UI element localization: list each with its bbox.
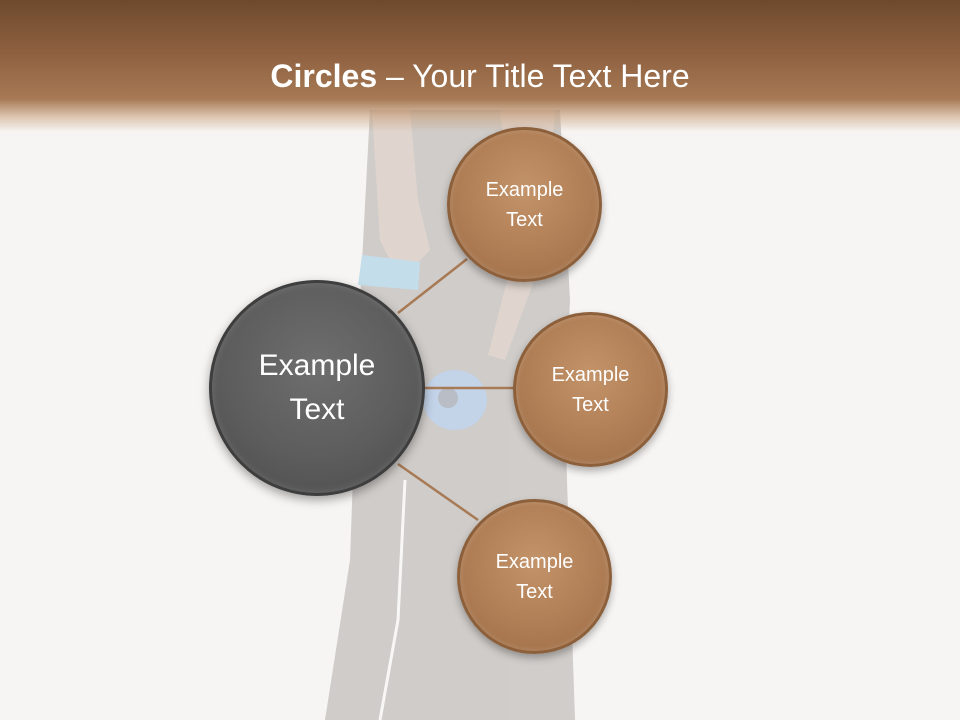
node-circle[interactable]: Example Text bbox=[457, 499, 612, 654]
figure-arm bbox=[372, 110, 430, 280]
title-bold-part: Circles bbox=[270, 58, 378, 94]
center-circle-label: Example Text bbox=[258, 349, 376, 426]
connector-line bbox=[397, 258, 468, 314]
dumbbell bbox=[423, 370, 487, 430]
waistband bbox=[358, 255, 420, 290]
center-circle[interactable]: Example Text bbox=[209, 280, 425, 496]
node-circle-label: Example Text bbox=[551, 363, 630, 416]
node-circle-label: Example Text bbox=[485, 178, 564, 231]
connector-line bbox=[397, 462, 479, 522]
node-circle[interactable]: Example Text bbox=[513, 312, 668, 467]
slide-title: Circles – Your Title Text Here bbox=[0, 52, 960, 100]
title-rest-part: – Your Title Text Here bbox=[377, 58, 690, 94]
title-bar bbox=[0, 0, 960, 132]
node-circle[interactable]: Example Text bbox=[447, 127, 602, 282]
node-circle-label: Example Text bbox=[495, 550, 574, 603]
